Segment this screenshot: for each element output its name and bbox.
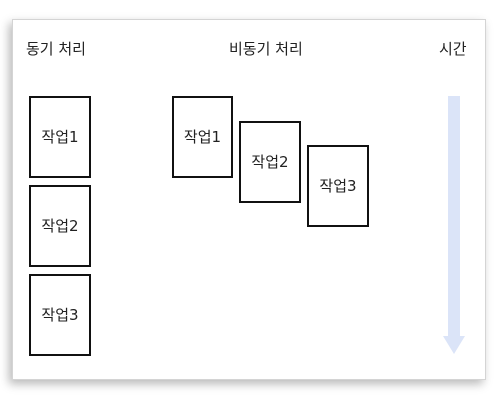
task-label: 작업2	[251, 153, 289, 171]
task-label: 작업3	[319, 177, 357, 195]
task-label: 작업3	[41, 305, 79, 324]
sync-task-box: 작업2	[29, 185, 91, 267]
task-label: 작업1	[41, 127, 79, 146]
async-task-box: 작업2	[239, 121, 301, 203]
time-heading: 시간	[439, 40, 467, 58]
down-arrow-icon	[443, 96, 465, 354]
async-heading: 비동기 처리	[229, 40, 303, 58]
async-task-box: 작업1	[172, 96, 233, 178]
sync-task-box: 작업3	[29, 274, 91, 356]
task-label: 작업2	[41, 216, 79, 235]
sync-task-box: 작업1	[29, 96, 91, 178]
async-task-box: 작업3	[307, 145, 369, 227]
task-label: 작업1	[183, 128, 222, 146]
sync-heading: 동기 처리	[26, 40, 86, 58]
